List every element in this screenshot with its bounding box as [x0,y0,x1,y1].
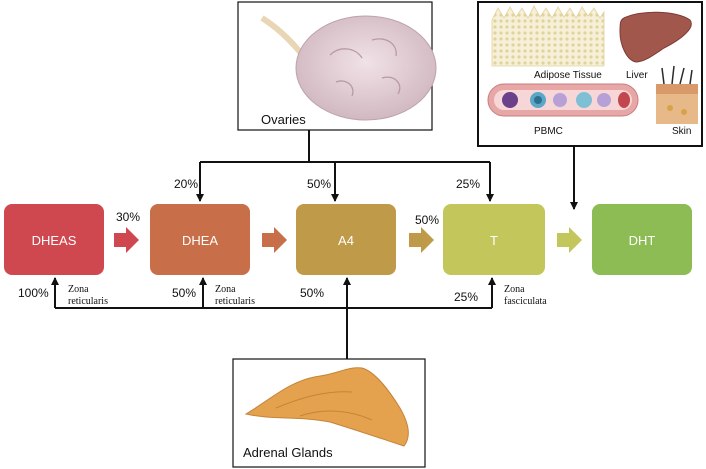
pbmc-vessel-illustration [487,83,639,117]
steroid-box-a4: A4 [296,204,396,275]
t-label: T [490,233,498,248]
dhea-label: DHEA [182,233,218,248]
pct-adrenal-dheas: 100% [18,286,49,300]
conversion-arrow-dhea-a4 [262,227,287,253]
pbmc-label: PBMC [534,126,563,137]
conversion-arrow-dheas-dhea [114,227,139,253]
steroid-box-dheas: DHEAS [4,204,104,275]
pct-dhea-to-t: 50% [415,213,439,227]
peripheral-tissues-panel: Adipose Tissue Liver PBMC Skin [477,1,703,147]
skin-label: Skin [672,126,691,137]
zona-fasciculata-label-line2: fasciculata [504,296,547,307]
ovaries-panel: Ovaries [237,1,437,131]
adrenal-gland-illustration [244,367,409,447]
liver-label: Liver [626,70,648,81]
ovaries-connectors [196,130,494,202]
zona-reticularis-label-2-line2: reticularis [215,296,255,307]
pct-adrenal-dhea: 50% [172,286,196,300]
adrenal-connectors [51,277,496,359]
steroid-box-dht: DHT [592,204,692,275]
adipose-tissue-illustration [491,5,605,67]
dht-label: DHT [629,233,656,248]
adrenal-glands-label: Adrenal Glands [243,445,333,460]
zona-reticularis-label-2-line1: Zona [215,284,236,295]
conversion-arrow-a4-t [409,227,434,253]
pct-ovary-a4: 50% [307,177,331,191]
ovary-illustration [260,15,437,121]
pct-dheas-to-dhea: 30% [116,210,140,224]
pct-adrenal-a4: 50% [300,286,324,300]
pct-ovary-t: 25% [456,177,480,191]
pct-adrenal-t: 25% [454,290,478,304]
zona-reticularis-label-1-line1: Zona [68,284,89,295]
steroid-box-dhea: DHEA [150,204,250,275]
ovaries-label: Ovaries [261,112,306,127]
adipose-tissue-label: Adipose Tissue [534,70,602,81]
zona-reticularis-label-1-line2: reticularis [68,296,108,307]
dheas-label: DHEAS [32,233,77,248]
skin-illustration [656,65,698,124]
steroid-box-t: T [443,204,545,275]
conversion-arrow-t-dht [557,227,582,253]
zona-fasciculata-label-line1: Zona [504,284,525,295]
adrenal-glands-panel: Adrenal Glands [232,358,426,468]
a4-label: A4 [338,233,354,248]
liver-illustration [619,11,692,63]
pct-ovary-dhea: 20% [174,177,198,191]
